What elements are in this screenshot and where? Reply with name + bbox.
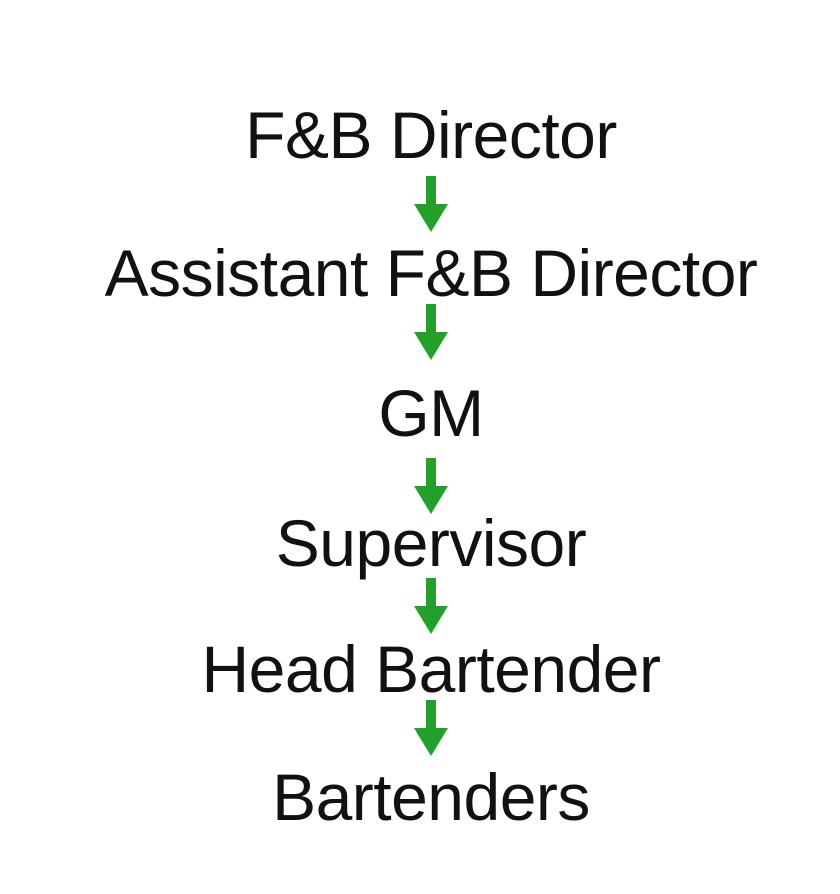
arrow-head (414, 728, 448, 756)
level-fb-director: F&B Director (245, 98, 617, 172)
arrow-shaft (426, 304, 436, 334)
arrow-down-icon (414, 458, 448, 514)
arrow-head (414, 486, 448, 514)
arrow-down-icon (414, 304, 448, 360)
arrow-shaft (426, 458, 436, 488)
arrow-down-icon (414, 176, 448, 232)
arrow-head (414, 204, 448, 232)
arrow-down-icon (414, 700, 448, 756)
level-bartenders: Bartenders (272, 760, 590, 834)
arrow-shaft (426, 578, 436, 608)
level-supervisor: Supervisor (275, 506, 587, 580)
level-gm: GM (378, 376, 484, 450)
arrow-shaft (426, 176, 436, 206)
arrow-head (414, 606, 448, 634)
level-head-bartender: Head Bartender (201, 632, 661, 706)
arrow-shaft (426, 700, 436, 730)
arrow-head (414, 332, 448, 360)
level-assistant-fb-director: Assistant F&B Director (104, 236, 758, 310)
arrow-down-icon (414, 578, 448, 634)
